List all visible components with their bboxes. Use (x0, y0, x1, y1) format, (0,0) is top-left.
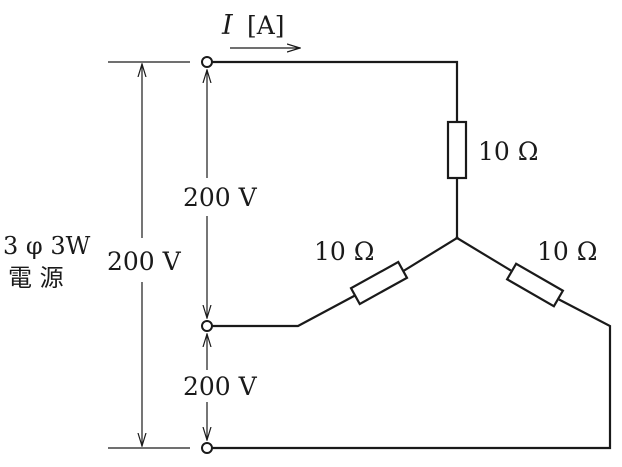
wire-line-c (211, 298, 612, 450)
terminal-c (201, 442, 213, 454)
source-type-label: 3 φ 3W (3, 232, 91, 260)
resistor-left (349, 260, 409, 306)
resistor-right (505, 262, 565, 308)
terminal-a (201, 56, 213, 68)
lower-voltage-label: 200 V (183, 372, 258, 401)
star-point (455, 236, 459, 240)
source-voltage-label: 200 V (107, 247, 182, 276)
source-name-label: 電 源 (8, 264, 64, 292)
current-unit: [A] (247, 11, 285, 40)
current-symbol: I (221, 10, 234, 41)
terminal-b (201, 320, 213, 332)
wire-right-resistor-lead (455, 236, 512, 272)
resistor-top-label: 10 Ω (478, 137, 539, 166)
resistor-top (446, 120, 468, 180)
resistor-right-label: 10 Ω (537, 237, 598, 266)
wire-line-b (211, 294, 356, 328)
wire-left-resistor-lead (403, 236, 459, 272)
wire-line-a (211, 60, 459, 124)
resistor-left-label: 10 Ω (314, 237, 375, 266)
upper-voltage-label: 200 V (183, 183, 258, 212)
